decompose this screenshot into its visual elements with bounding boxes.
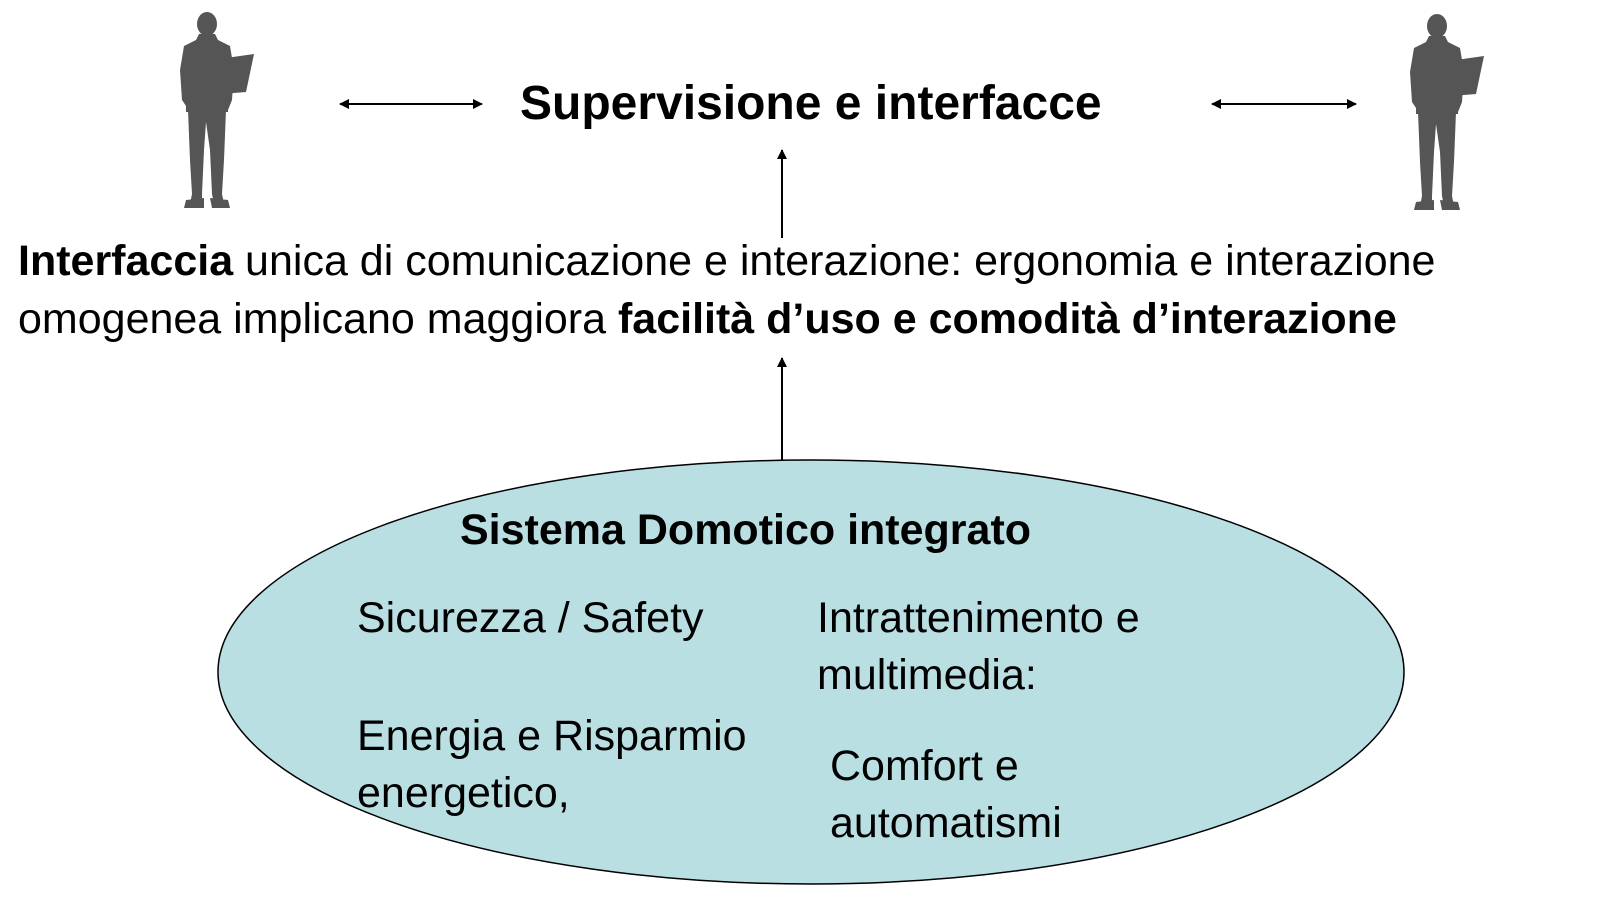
interface-bold-benefit: facilità d’uso e comodità d’interazione — [617, 295, 1397, 343]
system-title: Sistema Domotico integrato — [460, 506, 1032, 554]
item-energy-line-1: Energia e Risparmio — [357, 712, 747, 760]
right-person-icon — [1410, 14, 1484, 210]
interface-line-2-start: omogenea implicano maggiora — [18, 295, 618, 343]
page-title: Supervisione e interfacce — [520, 77, 1102, 130]
item-energy: Energia e Risparmio energetico, — [357, 708, 747, 822]
item-comfort-line-1: Comfort e — [830, 742, 1019, 790]
interface-description: Interfaccia unica di comunicazione e int… — [18, 232, 1435, 348]
interface-line-1-rest: unica di comunicazione e interazione: er… — [233, 237, 1436, 285]
interface-line-1: Interfaccia unica di comunicazione e int… — [18, 232, 1435, 290]
item-multimedia-line-2: multimedia: — [817, 651, 1037, 699]
item-safety: Sicurezza / Safety — [357, 594, 704, 642]
item-multimedia-line-1: Intrattenimento e — [817, 594, 1140, 642]
item-multimedia: Intrattenimento e multimedia: — [817, 590, 1140, 704]
item-comfort: Comfort e automatismi — [830, 738, 1062, 852]
interface-line-2: omogenea implicano maggiora facilità d’u… — [18, 290, 1435, 348]
item-energy-line-2: energetico, — [357, 769, 570, 817]
left-person-icon — [180, 12, 254, 208]
interface-bold-term: Interfaccia — [18, 237, 234, 285]
system-ellipse — [217, 459, 1405, 885]
item-comfort-line-2: automatismi — [830, 799, 1062, 847]
